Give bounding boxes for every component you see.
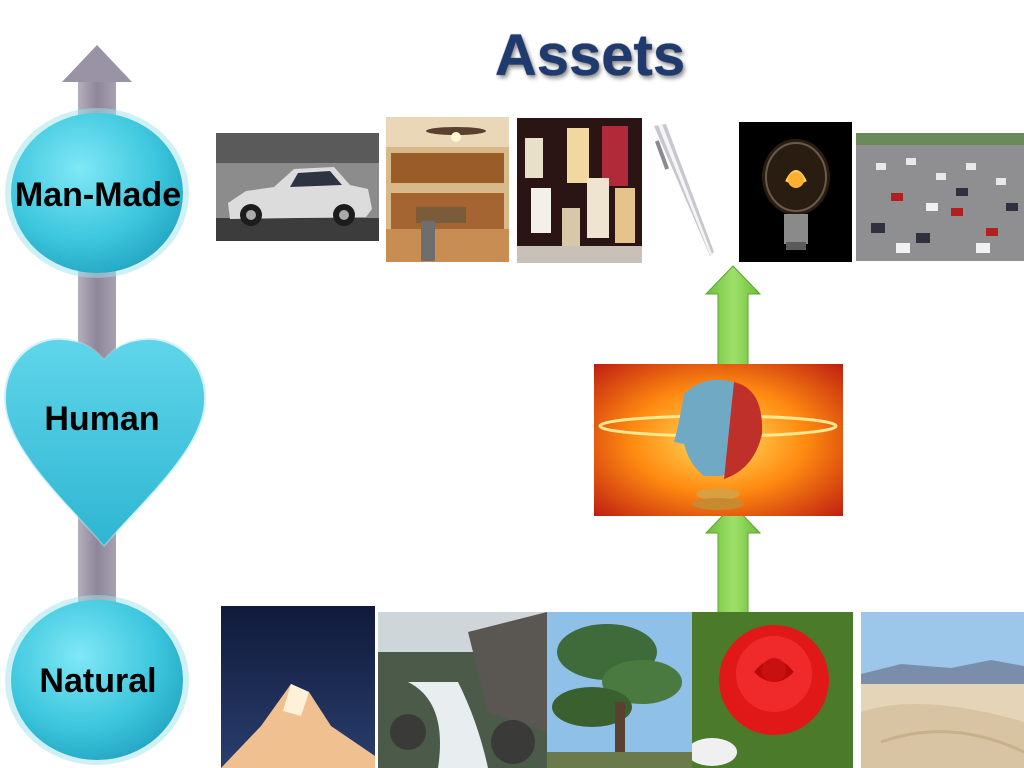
man-made-label: Man-Made — [0, 176, 196, 215]
green-up-arrow-lower — [704, 503, 762, 615]
perfume-bottles-image — [517, 118, 642, 263]
desert-dunes-image — [861, 612, 1024, 768]
car-image — [216, 133, 379, 241]
slide-title: Assets — [440, 22, 740, 89]
red-rose-image — [692, 612, 853, 768]
human-node — [0, 330, 215, 560]
natural-label: Natural — [0, 662, 196, 701]
human-label: Human — [0, 400, 204, 439]
pen-image — [646, 120, 721, 260]
green-up-arrow-upper — [704, 264, 762, 376]
river-rapids-image — [378, 612, 547, 768]
highway-traffic-image — [856, 133, 1024, 261]
light-bulb-image — [739, 122, 852, 262]
snowy-mountain-image — [221, 606, 375, 768]
digital-head-image — [594, 364, 843, 516]
kitchen-image — [386, 117, 509, 262]
tree-image — [547, 612, 692, 768]
